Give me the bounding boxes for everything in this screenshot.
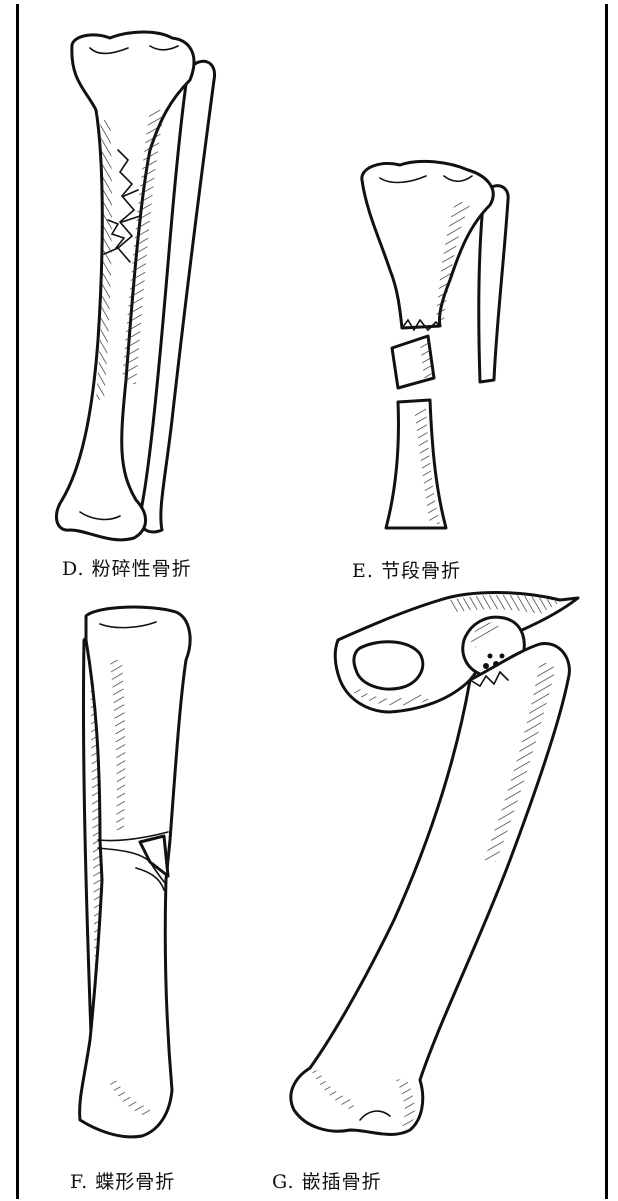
figure-g-impacted-fracture	[291, 593, 578, 1135]
figure-d-comminuted-fracture	[56, 32, 214, 540]
caption-e: E. 节段骨折	[352, 556, 461, 583]
figure-e-segmental-fracture	[362, 161, 508, 528]
caption-f: F. 蝶形骨折	[70, 1167, 175, 1194]
caption-g: G. 嵌插骨折	[272, 1167, 382, 1194]
figure-f-butterfly-fracture	[80, 607, 190, 1137]
caption-d: D. 粉碎性骨折	[62, 554, 192, 581]
